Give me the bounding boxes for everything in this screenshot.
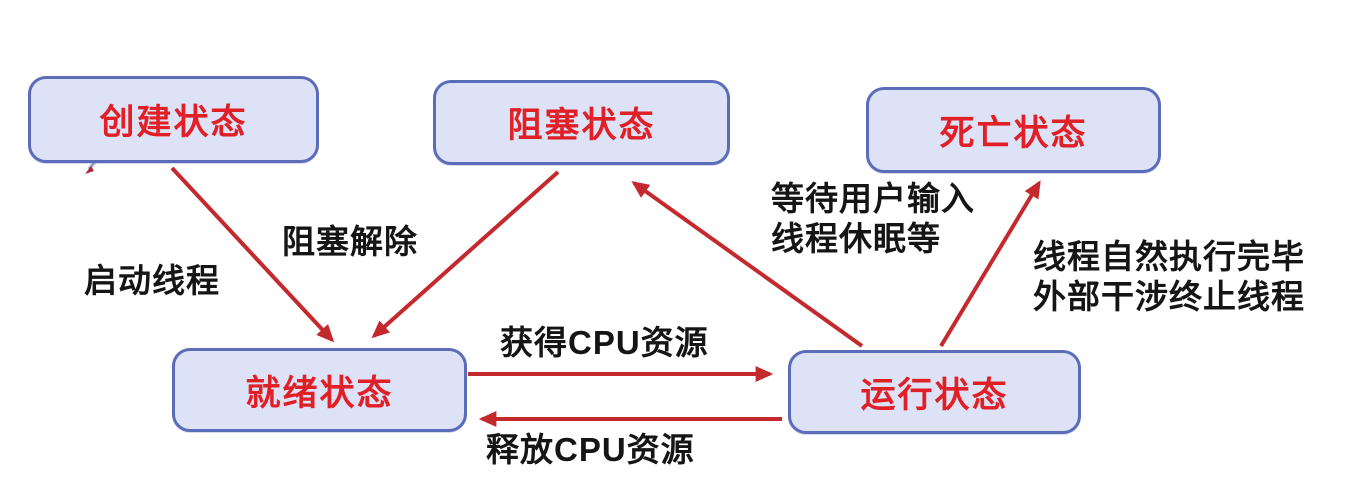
state-label-dead: 死亡状态: [939, 113, 1088, 153]
edge-label-wait-input-sleep: 等待用户输入 线程休眠等: [771, 180, 975, 257]
state-box-dead: 死亡状态: [866, 87, 1161, 173]
edge-label-release-cpu: 释放CPU资源: [486, 431, 695, 468]
state-label-created: 创建状态: [99, 103, 248, 142]
state-label-ready: 就绪状态: [245, 373, 394, 413]
state-label-blocked: 阻塞状态: [507, 106, 656, 145]
state-label-running: 运行状态: [860, 375, 1009, 415]
edge-label-acquire-cpu: 获得CPU资源: [500, 324, 709, 361]
state-box-blocked: 阻塞状态: [433, 80, 730, 165]
edge-label-finish-or-terminate: 线程自然执行完毕 外部干涉终止线程: [1033, 238, 1305, 315]
state-box-ready: 就绪状态: [172, 348, 467, 432]
edge-label-start-thread: 启动线程: [84, 262, 220, 299]
edge-label-unblock: 阻塞解除: [282, 223, 418, 260]
state-box-created: 创建状态: [28, 76, 319, 163]
state-box-running: 运行状态: [788, 350, 1081, 434]
